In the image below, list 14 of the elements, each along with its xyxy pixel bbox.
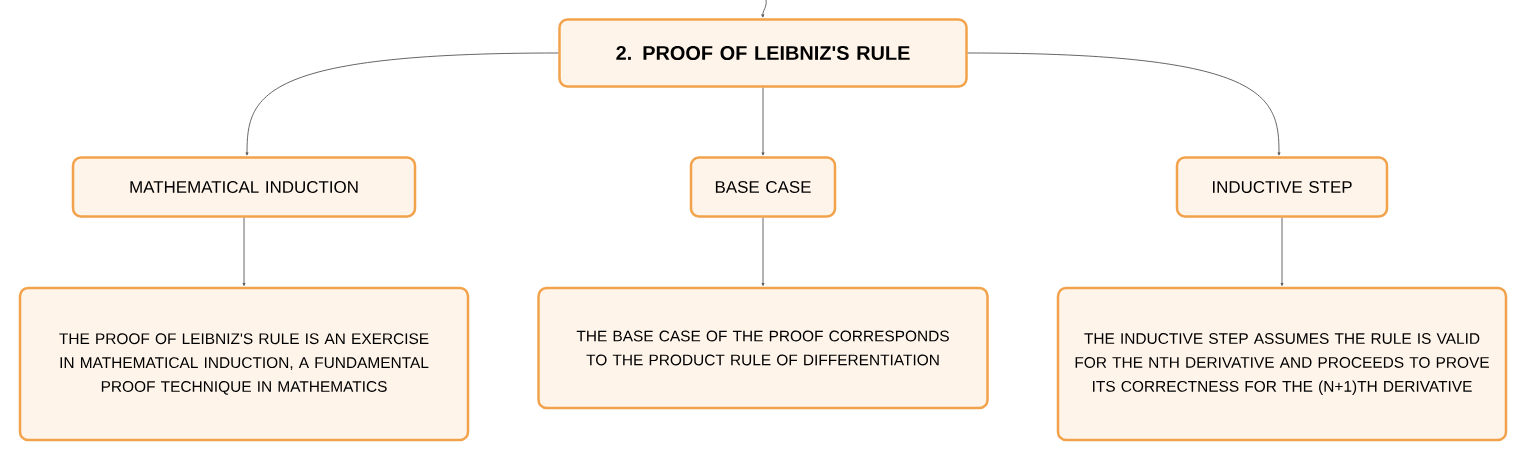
- topic-box: INDUCTIVE STEP: [1175, 156, 1389, 218]
- arrow: [242, 217, 246, 287]
- text-box: THE PROOF OF LEIBNIZ'S RULE IS AN EXERCISE IN MATHEMATICAL INDUCTION, A FUNDAMENTAL PROOF TECHNIQUE IN MATHEMATICS: [18, 286, 470, 442]
- topic-box: BASE CASE: [689, 156, 837, 218]
- text-box: THE INDUCTIVE STEP ASSUMES THE RULE IS VALID FOR THE NTH DERIVATIVE AND PROCEEDS TO PROVE ITS CORRECTNESS FOR THE (N+1)TH DERIVATIVE: [1056, 286, 1508, 442]
- arrow: [761, 0, 767, 18]
- arrow: [761, 87, 765, 156]
- arrow: [245, 52, 559, 156]
- arrow: [1280, 217, 1284, 287]
- arrow: [967, 52, 1281, 156]
- title-box: 2. PROOF OF LEIBNIZ'S RULE: [558, 18, 968, 88]
- text-box: THE BASE CASE OF THE PROOF CORRESPONDS TO THE PRODUCT RULE OF DIFFERENTIATION: [537, 286, 989, 410]
- arrow: [761, 217, 765, 287]
- topic-box: MATHEMATICAL INDUCTION: [71, 156, 417, 218]
